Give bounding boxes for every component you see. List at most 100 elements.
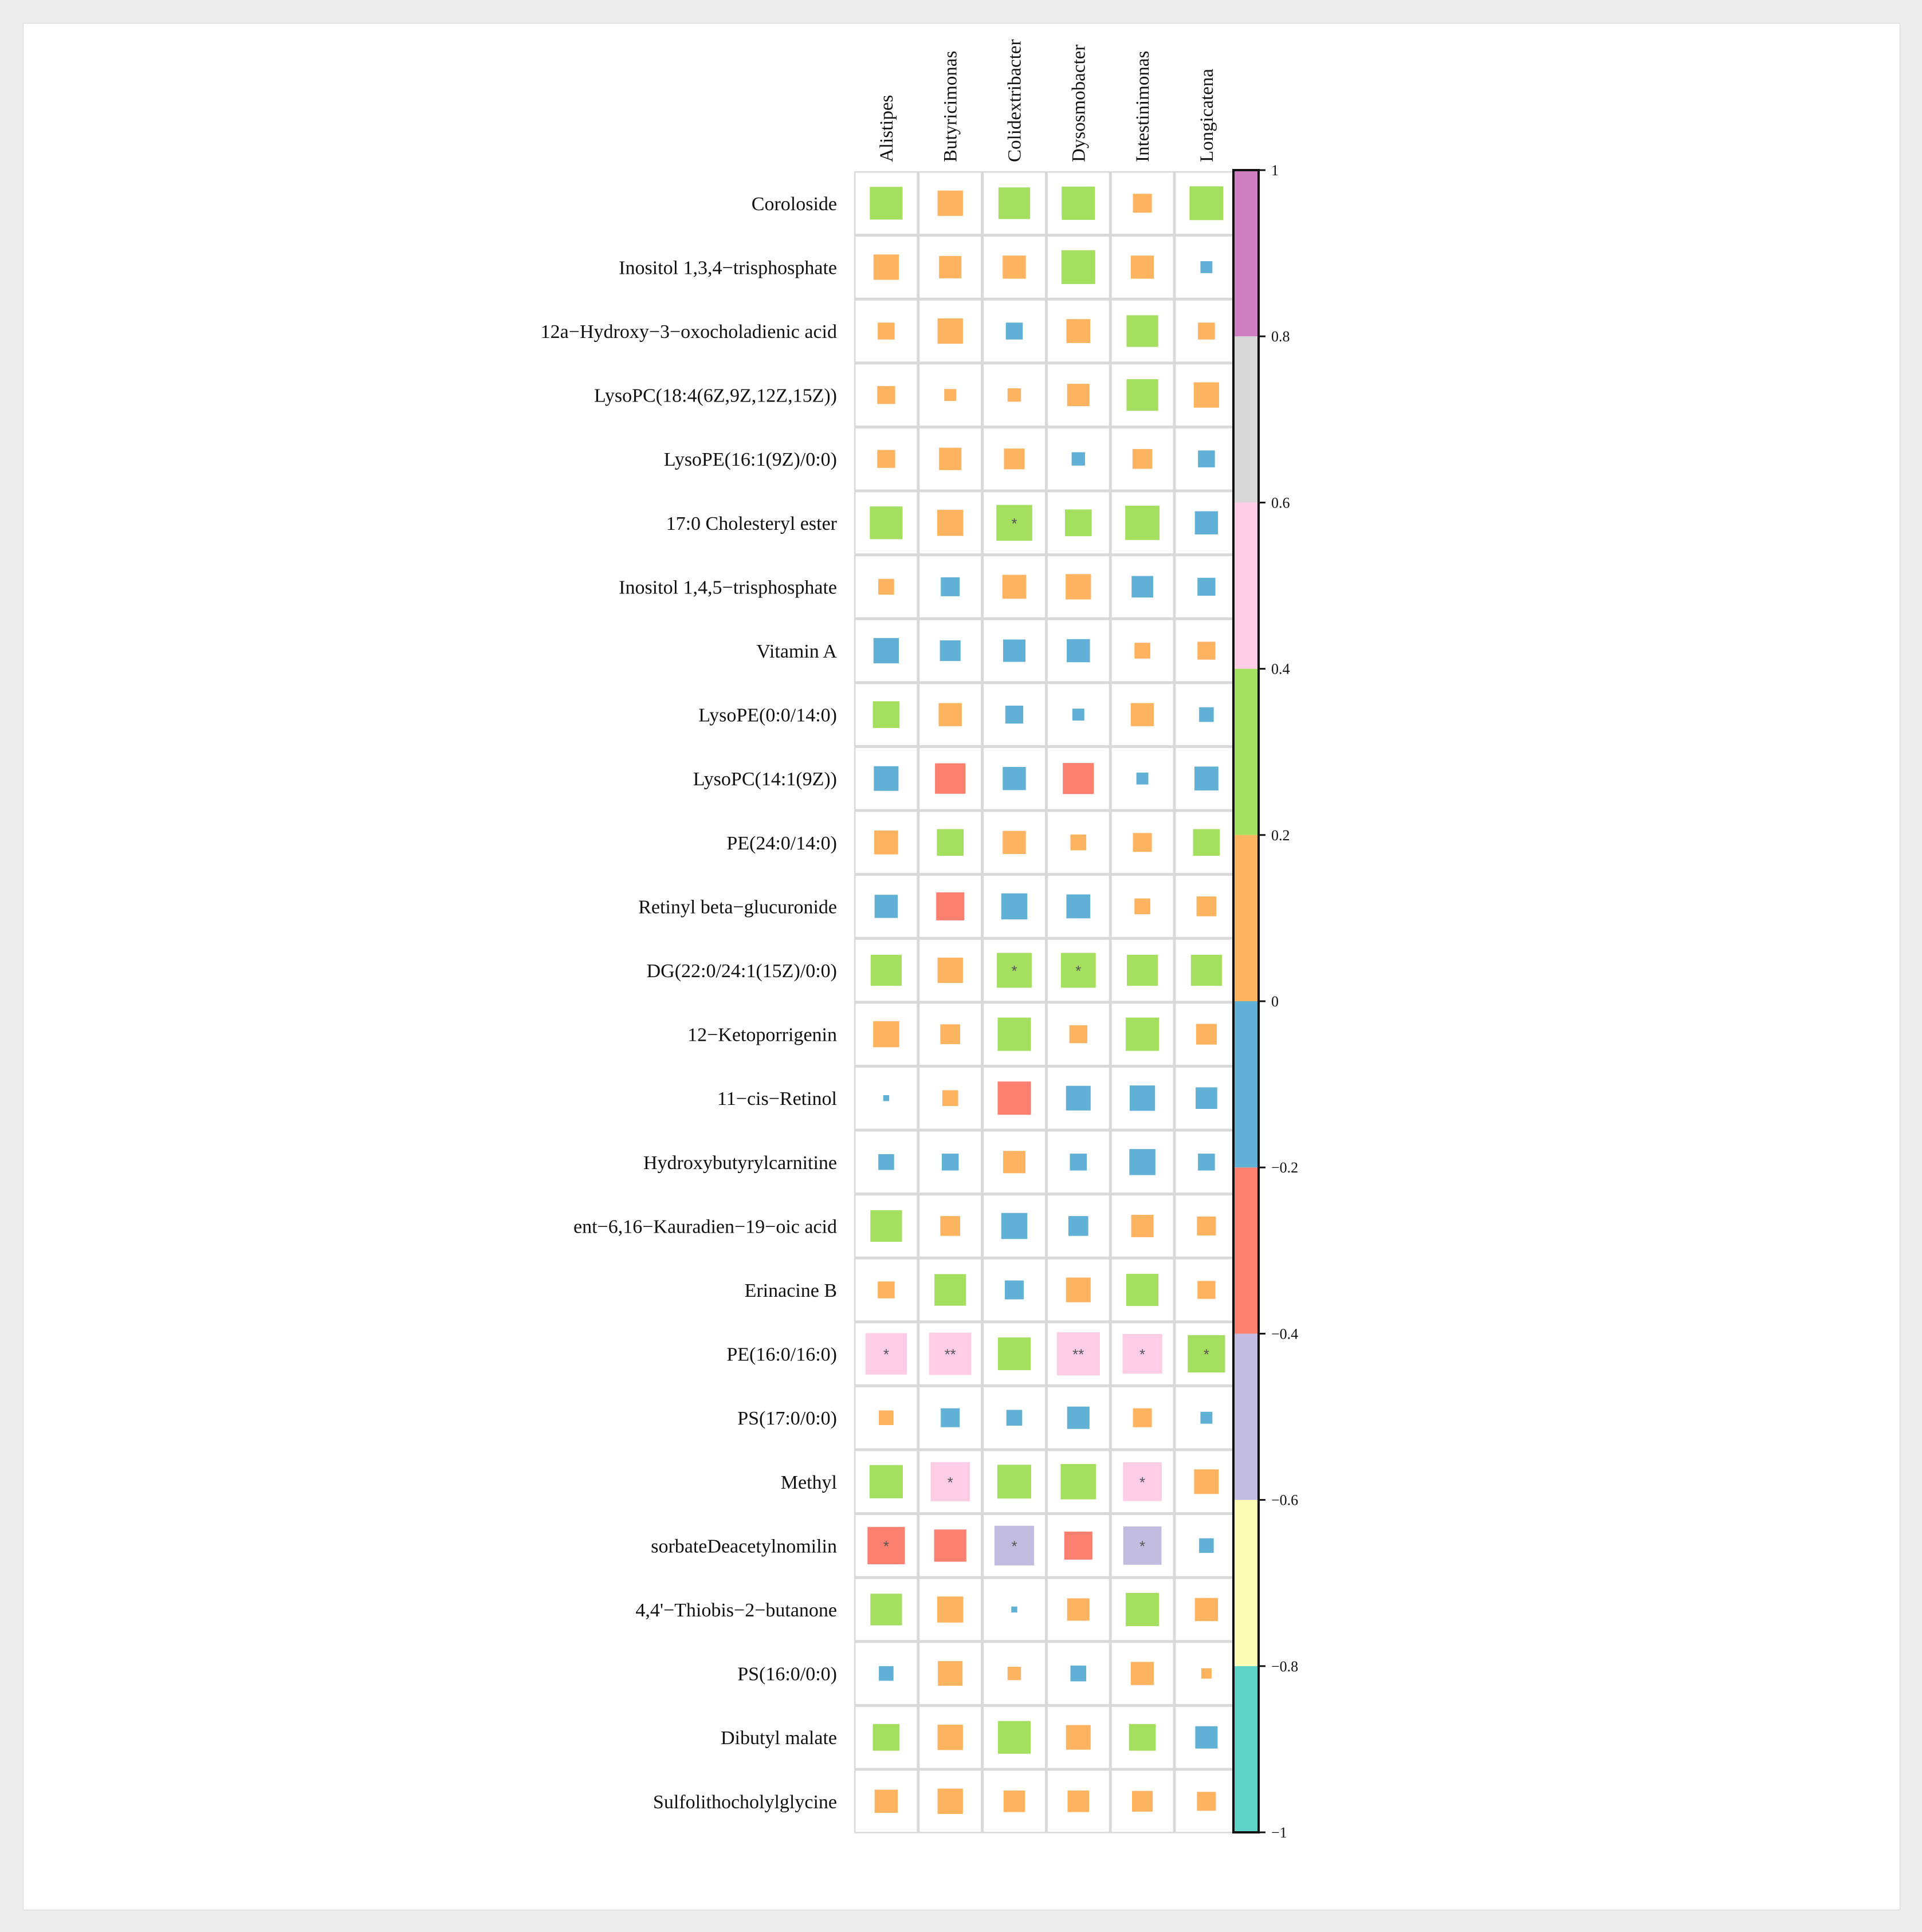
- correlation-mark: [937, 190, 963, 216]
- correlation-mark: [1123, 1462, 1162, 1501]
- significance-label: *: [1139, 1346, 1145, 1363]
- correlation-mark: [873, 1021, 899, 1048]
- correlation-mark: [1132, 1791, 1153, 1812]
- correlation-mark: [1130, 255, 1154, 279]
- correlation-mark: [870, 187, 903, 220]
- correlation-mark: [873, 638, 899, 664]
- correlation-mark: [1196, 1087, 1217, 1109]
- significance-label: *: [1011, 1537, 1017, 1555]
- correlation-mark: [1198, 450, 1215, 467]
- significance-label: *: [948, 1474, 953, 1491]
- correlation-mark: [1068, 1216, 1088, 1236]
- correlation-mark: [1199, 707, 1214, 722]
- row-label: DG(22:0/24:1(15Z)/0:0): [647, 961, 837, 982]
- correlation-mark: [1066, 894, 1091, 919]
- correlation-mark: [1189, 186, 1224, 221]
- correlation-mark: [1197, 577, 1216, 596]
- correlation-mark: [1066, 1725, 1091, 1750]
- correlation-mark: [1070, 1665, 1087, 1682]
- correlation-mark: [1130, 1662, 1154, 1685]
- significance-label: **: [1072, 1346, 1084, 1363]
- correlation-mark: [1062, 186, 1095, 220]
- column-label: Colidextribacter: [1005, 40, 1025, 162]
- correlation-mark: [944, 389, 957, 402]
- correlation-mark: [874, 1789, 898, 1813]
- correlation-mark: [941, 577, 960, 596]
- correlation-mark: [1001, 1213, 1028, 1240]
- correlation-mark: [1123, 1526, 1162, 1565]
- colorbar-tick-label: −0.8: [1271, 1658, 1298, 1675]
- correlation-mark: [1070, 834, 1087, 851]
- correlation-mark: [877, 450, 895, 468]
- grid-background: [854, 171, 1239, 1833]
- colorbar-bin: [1233, 1333, 1259, 1500]
- correlation-mark: [1061, 250, 1095, 284]
- row-label: Erinacine B: [745, 1280, 837, 1301]
- correlation-mark: [941, 1154, 959, 1171]
- correlation-mark: [937, 1596, 964, 1623]
- correlation-mark: [997, 953, 1032, 988]
- row-label: 17:0 Cholesteryl ester: [666, 513, 838, 534]
- row-label: LysoPC(14:1(9Z)): [693, 769, 837, 790]
- significance-label: *: [1011, 515, 1017, 532]
- correlation-mark: [938, 703, 962, 726]
- correlation-mark: [934, 1529, 966, 1562]
- correlation-mark: [935, 763, 966, 794]
- correlation-mark: [865, 1333, 907, 1375]
- correlation-mark: [1066, 1085, 1091, 1111]
- correlation-mark: [1126, 379, 1158, 411]
- correlation-mark: [1063, 763, 1094, 794]
- correlation-mark: [1005, 1280, 1024, 1300]
- correlation-mark: [867, 1526, 905, 1564]
- heatmap-grid: ***************: [854, 171, 1239, 1833]
- correlation-mark: [877, 385, 895, 404]
- correlation-mark: [1126, 1592, 1160, 1627]
- correlation-mark: [1197, 1281, 1216, 1299]
- correlation-mark: [879, 1410, 894, 1425]
- correlation-mark: [870, 506, 903, 540]
- row-label: Coroloside: [752, 194, 837, 215]
- correlation-mark: [1003, 766, 1026, 790]
- correlation-mark: [883, 1095, 890, 1101]
- correlation-mark: [1136, 772, 1149, 785]
- correlation-mark: [1011, 1606, 1017, 1613]
- correlation-mark: [1003, 1790, 1025, 1812]
- row-label: 4,4'−Thiobis−2−butanone: [635, 1600, 837, 1621]
- correlation-mark: [1129, 1149, 1155, 1175]
- correlation-mark: [878, 1154, 894, 1170]
- correlation-mark: [930, 1462, 970, 1502]
- correlation-mark: [874, 830, 898, 855]
- significance-label: *: [883, 1537, 889, 1555]
- significance-label: *: [1011, 962, 1017, 979]
- row-label: 12a−Hydroxy−3−oxocholadienic acid: [541, 321, 837, 343]
- correlation-mark: [937, 1725, 963, 1750]
- row-label: Sulfolithocholylglycine: [653, 1792, 837, 1813]
- correlation-mark: [1199, 1538, 1214, 1553]
- correlation-mark: [1196, 896, 1217, 916]
- correlation-mark: [1197, 1216, 1216, 1235]
- correlation-mark: [1130, 703, 1154, 726]
- correlation-mark: [1064, 1531, 1092, 1560]
- correlation-mark: [1129, 1724, 1156, 1751]
- correlation-mark: [1071, 452, 1085, 466]
- correlation-mark: [937, 510, 964, 536]
- significance-label: *: [1139, 1474, 1145, 1491]
- correlation-mark: [939, 255, 962, 278]
- colorbar-bin: [1233, 502, 1259, 669]
- correlation-mark: [1194, 511, 1219, 535]
- correlation-mark: [997, 1721, 1031, 1754]
- correlation-mark: [997, 1017, 1031, 1051]
- correlation-mark: [1003, 639, 1026, 662]
- colorbar-bin: [1233, 1666, 1259, 1832]
- correlation-mark: [997, 1081, 1031, 1115]
- correlation-mark: [941, 1408, 960, 1427]
- correlation-mark: [1194, 1597, 1219, 1622]
- row-label: Methyl: [781, 1472, 837, 1493]
- row-label: Inositol 1,3,4−trisphosphate: [619, 257, 837, 278]
- column-label: Intestinimonas: [1133, 51, 1153, 162]
- correlation-mark: [1129, 1085, 1155, 1111]
- row-label: LysoPE(0:0/14:0): [698, 705, 837, 726]
- correlation-mark: [939, 447, 962, 470]
- correlation-mark: [878, 322, 895, 340]
